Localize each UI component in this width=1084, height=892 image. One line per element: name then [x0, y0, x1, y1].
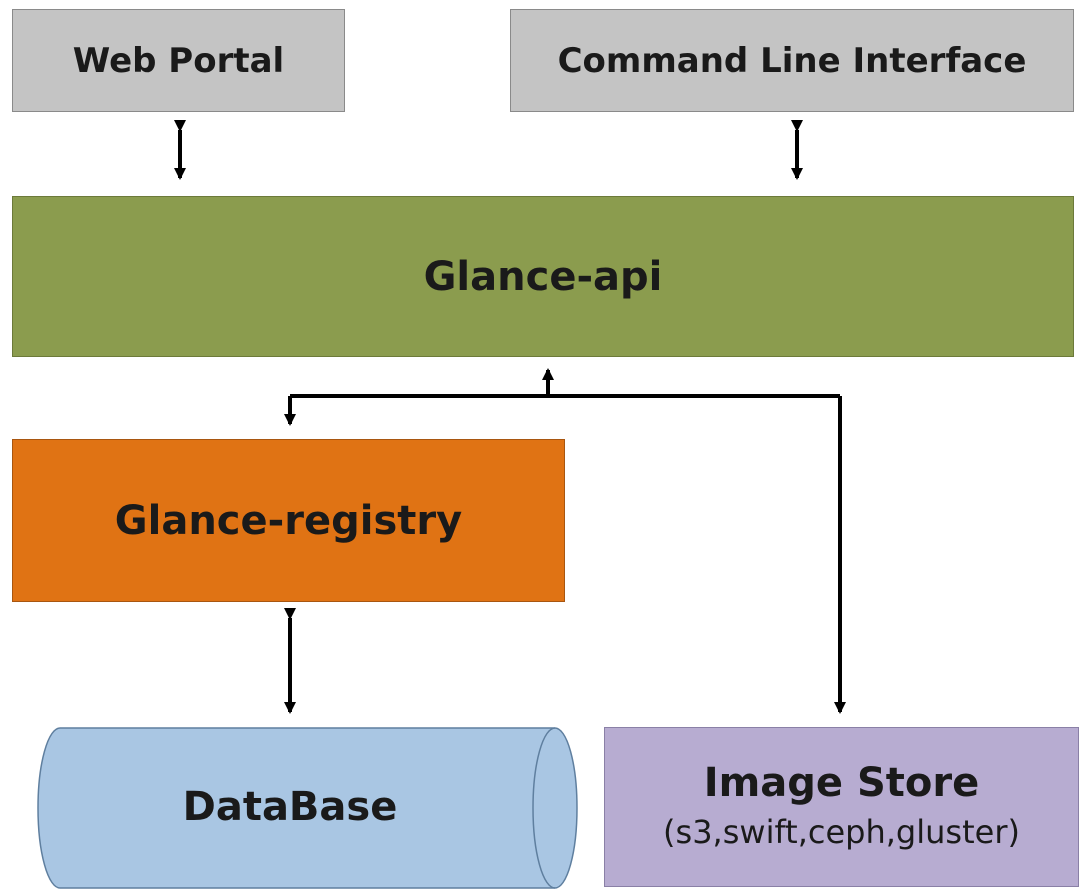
database-cylinder — [37, 727, 578, 889]
image-store-box: Image Store (s3,swift,ceph,gluster) — [604, 727, 1079, 887]
web-portal-box: Web Portal — [12, 9, 345, 112]
database-label: DataBase — [182, 784, 398, 830]
glance-api-box: Glance-api — [12, 196, 1074, 357]
image-store-title: Image Store — [703, 760, 980, 807]
glance-registry-box: Glance-registry — [12, 439, 565, 602]
command-line-interface-box: Command Line Interface — [510, 9, 1074, 112]
api-branch-connector — [284, 368, 846, 714]
image-store-backends: (s3,swift,ceph,gluster) — [663, 813, 1020, 852]
